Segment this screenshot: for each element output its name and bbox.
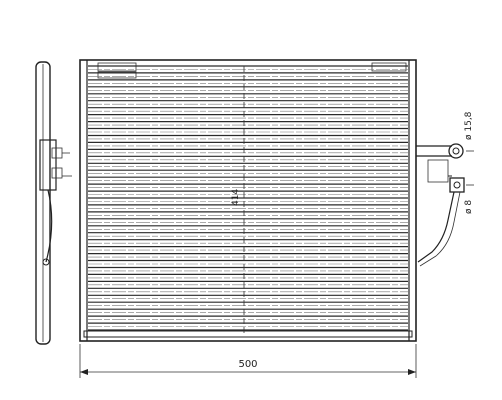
upper-fitting xyxy=(448,143,464,159)
upper-pipe-diameter-label: ø 15,8 xyxy=(464,111,474,140)
width-dimension-label: 500 xyxy=(238,359,257,370)
pipe-bracket xyxy=(427,159,449,183)
label-plate-top-left xyxy=(97,62,137,72)
label-plate-top-left-2 xyxy=(97,71,137,79)
side-bracket-lug-upper xyxy=(51,147,63,159)
pipe-connections: ø 15,8 ø 8 xyxy=(416,111,474,267)
lower-fitting-bore xyxy=(453,181,461,189)
height-dimension-label: 414 xyxy=(231,189,241,206)
front-view: 414 xyxy=(79,59,417,342)
width-arrow-left xyxy=(80,369,88,375)
lower-pipe-run xyxy=(417,191,455,263)
side-pipe-end xyxy=(42,258,50,266)
core-frame xyxy=(79,59,417,342)
lower-fitting xyxy=(449,177,465,193)
width-dimension: 500 xyxy=(79,344,417,378)
side-pipe-curve xyxy=(45,189,53,263)
fin-rows xyxy=(88,65,408,331)
width-arrow-right xyxy=(408,369,416,375)
label-plate-top-right xyxy=(371,62,407,72)
upper-fitting-bore xyxy=(452,147,460,155)
lower-pipe-diameter-label: ø 8 xyxy=(464,200,474,214)
side-view xyxy=(35,61,72,345)
side-bracket-lug-lower xyxy=(51,167,63,179)
bottom-rail xyxy=(83,330,413,338)
side-bracket xyxy=(39,139,57,191)
lower-pipe-run-outer xyxy=(419,191,461,267)
